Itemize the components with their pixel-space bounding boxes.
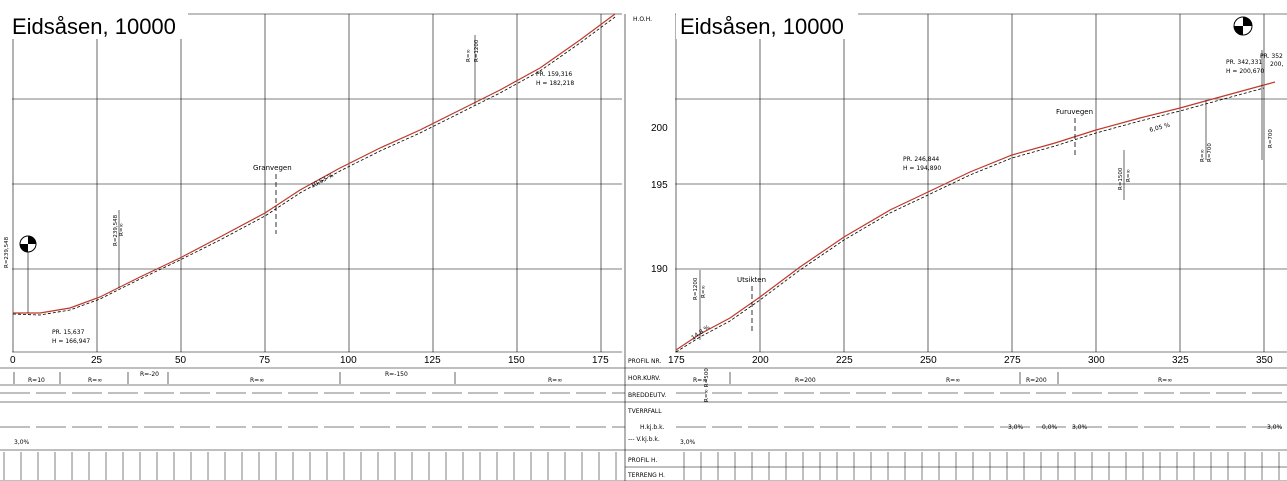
left-xtick: 125 (424, 355, 441, 366)
row-label-profil-nr: PROFIL NR. (628, 358, 661, 365)
left-pr2-l2: H = 182,218 (536, 80, 574, 87)
row-label-column: H.O.H. 200 195 190 PROFIL NR. HOR.KURV. … (624, 14, 668, 481)
right-station-values (683, 452, 1280, 480)
right-curve-f: R=700 (1207, 143, 1213, 162)
right-xtick: 175 (668, 355, 685, 366)
left-horkurv: R=10 (28, 377, 45, 384)
row-label-terreng-h: TERRENG H. (627, 472, 665, 479)
right-tverrfall-d: 3,0% (1267, 424, 1283, 431)
left-xtick: 75 (259, 355, 271, 366)
y-tick: 200 (651, 123, 668, 134)
row-label-vkj: --- V.kj.b.k. (628, 436, 660, 443)
left-panel: Eidsåsen, 10000 R=239,548 R=239,548 R=∞ … (0, 13, 625, 481)
right-xtick: 325 (1172, 355, 1189, 366)
right-panel: Eidsåsen, 10000 Utsikten Furuvegen 14,8 … (625, 13, 1287, 481)
right-xtick: 350 (1256, 355, 1273, 366)
left-curve-b: R=1200 (474, 39, 480, 62)
right-curve-g: R=700 (1268, 129, 1274, 148)
right-tverrfall-c: 3,0% (1072, 424, 1088, 431)
right-tverrfall-a: 3,0% (1008, 424, 1024, 431)
left-pr2-l1: PR. 159,316 (536, 71, 572, 78)
right-pr2-l2: H = 200,670 (1226, 68, 1264, 75)
right-horkurv-extra: R=∞ R=500 (704, 368, 710, 402)
left-curve-c: R=239,548 (113, 214, 119, 246)
left-horkurv: R=∞ (548, 377, 562, 384)
y-axis-title: H.O.H. (633, 16, 652, 23)
left-band (0, 367, 625, 481)
right-title: Eidsåsen, 10000 (680, 14, 844, 39)
right-xtick: 300 (1088, 355, 1105, 366)
left-xtick: 100 (340, 355, 357, 366)
right-utsikten: Utsikten (737, 276, 766, 284)
left-xtick: 175 (592, 355, 609, 366)
left-pr1-l1: PR. 15,637 (52, 329, 85, 336)
right-curve-a: R=1200 (693, 277, 699, 300)
left-granvegen: Granvegen (253, 164, 292, 172)
right-pr1-l1: PR. 246,844 (903, 156, 939, 163)
right-title-bg (676, 13, 858, 39)
left-title-bg (6, 13, 188, 39)
y-tick: 190 (651, 264, 668, 275)
right-profile-line (675, 81, 1276, 351)
left-terrain-line (12, 16, 616, 316)
left-station-values (3, 452, 617, 480)
right-horkurv: R=200 (1026, 377, 1047, 384)
right-horkurv: R=∞ (1158, 377, 1172, 384)
y-tick: 195 (651, 180, 668, 191)
right-horkurv: R=200 (795, 377, 816, 384)
right-tverrfall-b: 0,0% (1042, 424, 1058, 431)
right-curve-c: R=1500 (1118, 167, 1124, 190)
left-title: Eidsåsen, 10000 (12, 14, 176, 39)
left-curve-a: R=∞ (466, 49, 472, 62)
right-pr3-h: 200, (1270, 61, 1283, 68)
row-label-profil-h: PROFIL H. (628, 457, 657, 464)
right-tverrfall-left: 3,0% (680, 439, 696, 446)
left-xtick: 25 (91, 355, 103, 366)
right-terrain-line (675, 87, 1265, 353)
right-xtick: 250 (920, 355, 937, 366)
right-horkurv: R=∞ (693, 377, 707, 384)
left-band-dashes (0, 392, 625, 428)
right-xtick: 275 (1004, 355, 1021, 366)
left-profile-line (13, 13, 616, 314)
right-grid (675, 13, 1287, 353)
left-horkurv: R=-20 (140, 371, 159, 378)
left-horkurv: R=∞ (250, 377, 264, 384)
left-horkurv: R=∞ (88, 377, 102, 384)
right-curve-e: R=∞ (1200, 149, 1206, 162)
right-x-ticks: 175 200 225 250 275 300 325 350 (668, 355, 1273, 366)
left-tverrfall: 3,0% (14, 439, 30, 446)
left-x-ticks: 0 25 50 75 100 125 150 175 (10, 355, 609, 366)
left-xtick: 0 (10, 355, 16, 366)
right-curve-b: R=∞ (701, 285, 707, 298)
right-xtick: 200 (752, 355, 769, 366)
right-horkurv: R=∞ (946, 377, 960, 384)
row-label-tverrfall: TVERRFALL (627, 408, 662, 415)
right-pr3: PR. 352 (1260, 53, 1283, 60)
left-curve-d: R=∞ (119, 223, 125, 236)
left-xtick: 50 (175, 355, 187, 366)
right-slope-high: 6,05 % (1149, 122, 1171, 134)
left-horkurv: R=-150 (385, 371, 408, 378)
right-xtick: 225 (836, 355, 853, 366)
left-pr1-l2: H = 166,947 (52, 338, 90, 345)
row-label-hkj: H.kj.b.k. (640, 424, 665, 431)
left-slope: 10,63 % (310, 172, 335, 190)
left-grid (12, 13, 622, 353)
right-pr1-l2: H = 194,890 (903, 165, 941, 172)
left-xtick: 150 (508, 355, 525, 366)
right-furuvegen: Furuvegen (1056, 108, 1093, 116)
right-band-dashes (676, 392, 1287, 428)
right-pr2-l1: PR. 342,331 (1226, 59, 1262, 66)
left-curve-e: R=239,548 (4, 236, 10, 268)
row-label-breddeutv: BREDDEUTV. (628, 392, 666, 399)
right-curve-d: R=∞ (1126, 169, 1132, 182)
row-label-horkurv: HOR.KURV. (628, 375, 660, 382)
